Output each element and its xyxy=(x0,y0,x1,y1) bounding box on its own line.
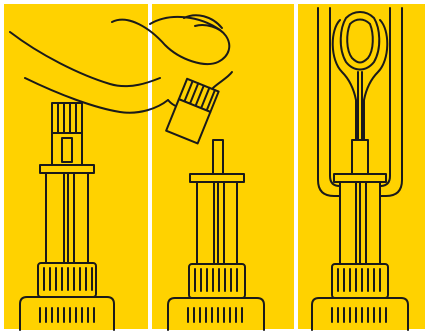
panel-divider xyxy=(294,4,298,329)
panel-divider xyxy=(148,4,152,329)
